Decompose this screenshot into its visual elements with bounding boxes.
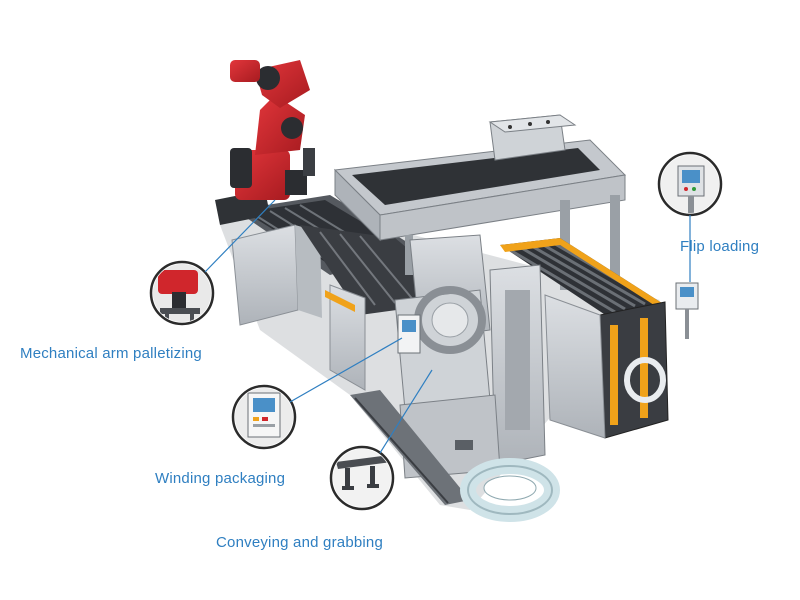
leader-lines (204, 199, 691, 454)
label-flip-loading: Flip loading (680, 238, 760, 255)
leader-line-conveying (379, 369, 433, 454)
label-mechanical-arm-palletizing: Mechanical arm palletizing (20, 345, 202, 362)
robot-arm (215, 60, 315, 225)
label-conveying-and-grabbing: Conveying and grabbing (216, 534, 384, 551)
label-winding-packaging: Winding packaging (155, 470, 286, 487)
leader-line-winding (289, 337, 403, 403)
control-box-detail-icon (231, 384, 297, 450)
machine-body (220, 114, 699, 522)
robot-arm-detail-icon (149, 260, 215, 326)
gripper-rail-detail-icon (329, 445, 395, 511)
hmi-panel-detail-icon (657, 151, 723, 217)
leader-line-arm (204, 199, 276, 273)
